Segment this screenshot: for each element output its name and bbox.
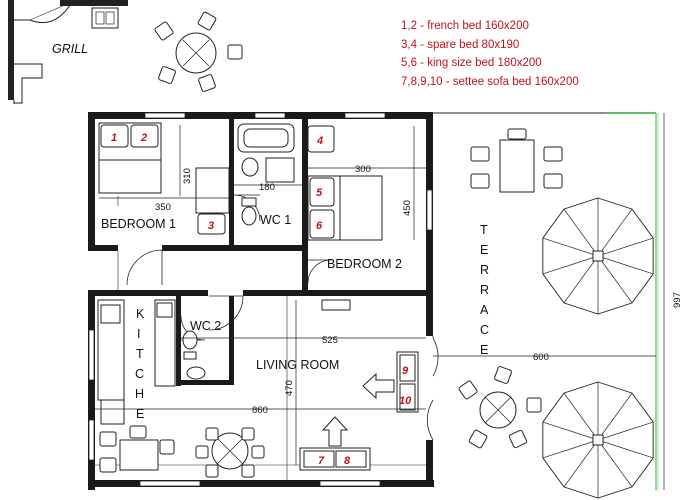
bedroom1-label: BEDROOM 1 <box>101 217 176 231</box>
wc1-label: WC 1 <box>260 213 291 227</box>
bedroom1-furniture <box>98 122 230 235</box>
terrace-letter-c: C <box>480 323 489 337</box>
sofa-number-10: 10 <box>399 395 412 407</box>
legend-line-king-bed: 5,6 - king size bed 180x200 <box>401 57 542 69</box>
kitchen-letter-h: H <box>135 387 144 401</box>
dim-860: 860 <box>252 405 268 416</box>
parasol-lower <box>542 381 654 499</box>
bed-number-6: 6 <box>316 220 323 232</box>
windows <box>88 112 433 487</box>
dim-470: 470 <box>284 380 295 396</box>
legend-line-spare-bed: 3,4 - spare bed 80x190 <box>401 38 520 51</box>
kitchen-letter-i: I <box>137 327 140 341</box>
terrace-letter-r2: R <box>480 283 489 297</box>
dim-525: 525 <box>322 335 338 346</box>
terrace-label: T E R R A C E <box>480 223 489 357</box>
wc2-label: WC 2 <box>190 319 221 333</box>
grill-label: GRILL <box>52 42 88 56</box>
kitchen-letter-c: C <box>135 367 144 381</box>
living-room-label: LIVING ROOM <box>256 358 339 372</box>
dim-310: 310 <box>182 168 193 184</box>
dim-450: 450 <box>402 200 413 216</box>
bedroom2-furniture <box>307 125 383 241</box>
terrace-round-table <box>458 366 542 449</box>
dimension-lines <box>95 113 665 490</box>
left-outer-wall <box>8 0 14 100</box>
kitchen-letter-t: T <box>136 347 144 361</box>
terrace-letter-a: A <box>480 303 489 317</box>
bed-number-1: 1 <box>111 132 117 144</box>
kitchen-fixtures <box>97 299 176 425</box>
dim-600: 600 <box>533 352 549 363</box>
wc1-fixtures <box>237 123 295 226</box>
sofa-number-7: 7 <box>318 455 325 467</box>
terrace-letter-e1: E <box>480 243 488 257</box>
terrace-dining-set <box>470 128 563 193</box>
legend: 1,2 - french bed 160x200 3,4 - spare bed… <box>401 17 579 91</box>
sofa-number-8: 8 <box>344 455 351 467</box>
bed-number-5: 5 <box>316 187 323 199</box>
sofa-number-9: 9 <box>402 365 409 377</box>
kitchen-letter-e: E <box>136 407 144 421</box>
kitchen-label: K I T C H E N <box>135 307 145 441</box>
legend-line-french-bed: 1,2 - french bed 160x200 <box>401 20 529 32</box>
wc2-fixtures <box>182 330 206 380</box>
parasol-upper <box>542 197 654 315</box>
terrace-letter-e2: E <box>480 343 488 357</box>
furniture-numbers: 1 2 3 4 5 6 7 8 9 10 <box>111 132 412 467</box>
legend-line-settee-sofa-bed: 7,8,9,10 - settee sofa bed 160x200 <box>401 75 579 88</box>
dim-300: 300 <box>355 164 371 175</box>
bedroom2-label: BEDROOM 2 <box>327 257 402 271</box>
terrace-letter-r1: R <box>480 263 489 277</box>
kitchen-letter-k: K <box>136 307 145 321</box>
living-room-furniture <box>99 299 419 478</box>
outdoor-round-table-top <box>154 11 243 92</box>
arrows <box>321 372 395 447</box>
dim-180: 180 <box>259 182 275 193</box>
parasols <box>542 197 654 499</box>
bed-number-3: 3 <box>208 220 214 232</box>
grill-area: GRILL <box>8 0 128 104</box>
dim-997: 997 <box>672 292 683 308</box>
terrace-boundary <box>433 112 659 491</box>
terrace-letter-t: T <box>480 223 488 237</box>
dim-350: 350 <box>155 202 171 213</box>
bed-number-4: 4 <box>316 135 323 147</box>
dimension-labels: 350 310 180 300 450 525 470 860 600 997 <box>155 164 683 416</box>
bed-number-2: 2 <box>140 132 147 144</box>
